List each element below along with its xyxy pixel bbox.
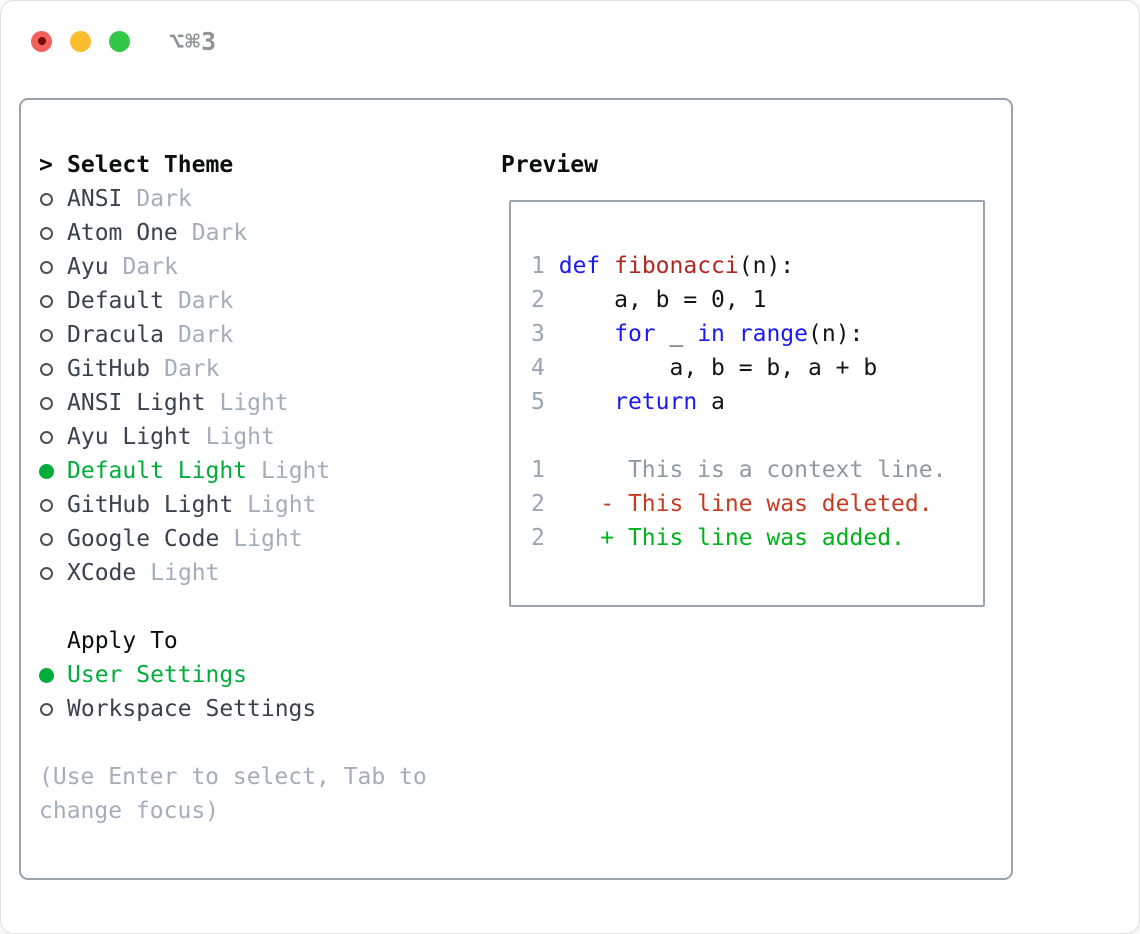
code-line: 5 return a	[531, 389, 725, 415]
focus-caret-icon: >	[39, 152, 53, 178]
theme-option-default-light[interactable]: Default Light Light	[39, 454, 501, 488]
diff-deleted-line: 2 - This line was deleted.	[531, 491, 933, 517]
radio-icon	[40, 294, 53, 308]
diff-added-line: 2 + This line was added.	[531, 525, 905, 551]
titlebar: ⌥⌘3	[1, 1, 1139, 75]
preview-title: Preview	[501, 152, 598, 178]
theme-option-atom-one-dark[interactable]: Atom One Dark	[39, 216, 501, 250]
radio-icon	[40, 192, 53, 206]
theme-option-ayu-dark[interactable]: Ayu Dark	[39, 250, 501, 284]
theme-option-ansi-dark[interactable]: ANSI Dark	[39, 182, 501, 216]
radio-icon	[40, 226, 53, 240]
keyboard-hint: (Use Enter to select, Tab to change focu…	[39, 764, 427, 824]
theme-selector: > Select Theme ANSI Dark Atom One Dark A…	[39, 148, 501, 878]
radio-icon	[40, 396, 53, 410]
section-gap	[39, 590, 501, 624]
section-gap	[39, 726, 501, 760]
code-line: 2 a, b = 0, 1	[531, 287, 767, 313]
apply-to-header: Apply To	[39, 624, 501, 658]
theme-option-github-light[interactable]: GitHub Light Light	[39, 488, 501, 522]
apply-option-user-settings[interactable]: User Settings	[39, 658, 501, 692]
traffic-light-zoom-icon[interactable]	[109, 30, 130, 52]
code-preview: 1 def fibonacci(n): 2 a, b = 0, 1 3 for …	[509, 200, 985, 607]
select-theme-title: Select Theme	[67, 152, 234, 178]
code-line: 1 def fibonacci(n):	[531, 253, 795, 279]
radio-icon	[40, 566, 53, 580]
diff-context-line: 1 This is a context line.	[531, 457, 947, 483]
theme-option-xcode-light[interactable]: XCode Light	[39, 556, 501, 590]
radio-icon	[40, 430, 53, 444]
apply-to-title: Apply To	[67, 628, 178, 654]
code-line: 4 a, b = b, a + b	[531, 355, 878, 381]
apply-option-workspace-settings[interactable]: Workspace Settings	[39, 692, 501, 726]
radio-icon	[40, 532, 53, 546]
theme-option-default-dark[interactable]: Default Dark	[39, 284, 501, 318]
preview-pane: Preview 1 def fibonacci(n): 2 a, b = 0, …	[501, 148, 991, 878]
traffic-light-minimize-icon[interactable]	[70, 30, 91, 52]
radio-icon	[40, 498, 53, 512]
theme-picker-panel: > Select Theme ANSI Dark Atom One Dark A…	[19, 98, 1013, 880]
window-controls	[31, 30, 130, 52]
theme-option-ayu-light[interactable]: Ayu Light Light	[39, 420, 501, 454]
radio-selected-icon	[39, 463, 54, 479]
theme-option-ansi-light[interactable]: ANSI Light Light	[39, 386, 501, 420]
traffic-light-close-icon[interactable]	[31, 30, 52, 52]
radio-icon	[40, 260, 53, 274]
theme-option-google-code-light[interactable]: Google Code Light	[39, 522, 501, 556]
code-line-blank	[531, 419, 983, 453]
radio-selected-icon	[39, 667, 54, 683]
code-line: 3 for _ in range(n):	[531, 321, 864, 347]
radio-icon	[40, 362, 53, 376]
select-theme-header: > Select Theme	[39, 148, 501, 182]
theme-option-github-dark[interactable]: GitHub Dark	[39, 352, 501, 386]
radio-icon	[40, 702, 53, 716]
theme-option-dracula-dark[interactable]: Dracula Dark	[39, 318, 501, 352]
radio-icon	[40, 328, 53, 342]
window-shortcut-label: ⌥⌘3	[169, 26, 218, 56]
